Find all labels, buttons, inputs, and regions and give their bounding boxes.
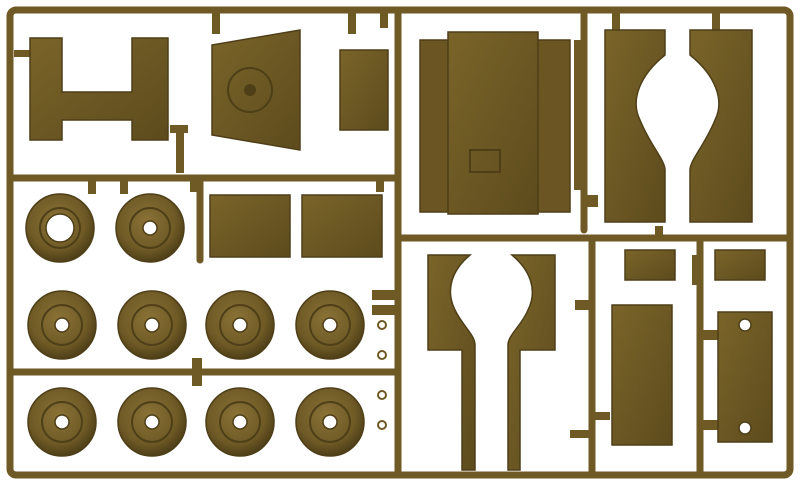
side-box-parts bbox=[611, 249, 773, 446]
tank-cover-part bbox=[211, 29, 301, 151]
wheel-part bbox=[205, 290, 275, 360]
wheel-part bbox=[25, 193, 95, 263]
wheel-part bbox=[27, 290, 97, 360]
bracket-part bbox=[29, 37, 169, 141]
saddle-panel-bottom bbox=[427, 254, 556, 471]
wheel-parts bbox=[25, 193, 365, 457]
small-ring-parts bbox=[377, 320, 387, 430]
box-panel-parts bbox=[209, 194, 383, 258]
wheel-part bbox=[205, 387, 275, 457]
wheel-part bbox=[27, 387, 97, 457]
wheel-part bbox=[295, 290, 365, 360]
wheel-part bbox=[295, 387, 365, 457]
wheel-part bbox=[117, 290, 187, 360]
wheel-part bbox=[117, 387, 187, 457]
sprue-gates bbox=[14, 12, 720, 438]
deck-panel-part bbox=[419, 31, 571, 215]
block-part bbox=[339, 49, 389, 131]
wheel-part bbox=[115, 193, 185, 263]
mount-holes bbox=[738, 318, 752, 435]
saddle-panel-top bbox=[604, 29, 753, 223]
